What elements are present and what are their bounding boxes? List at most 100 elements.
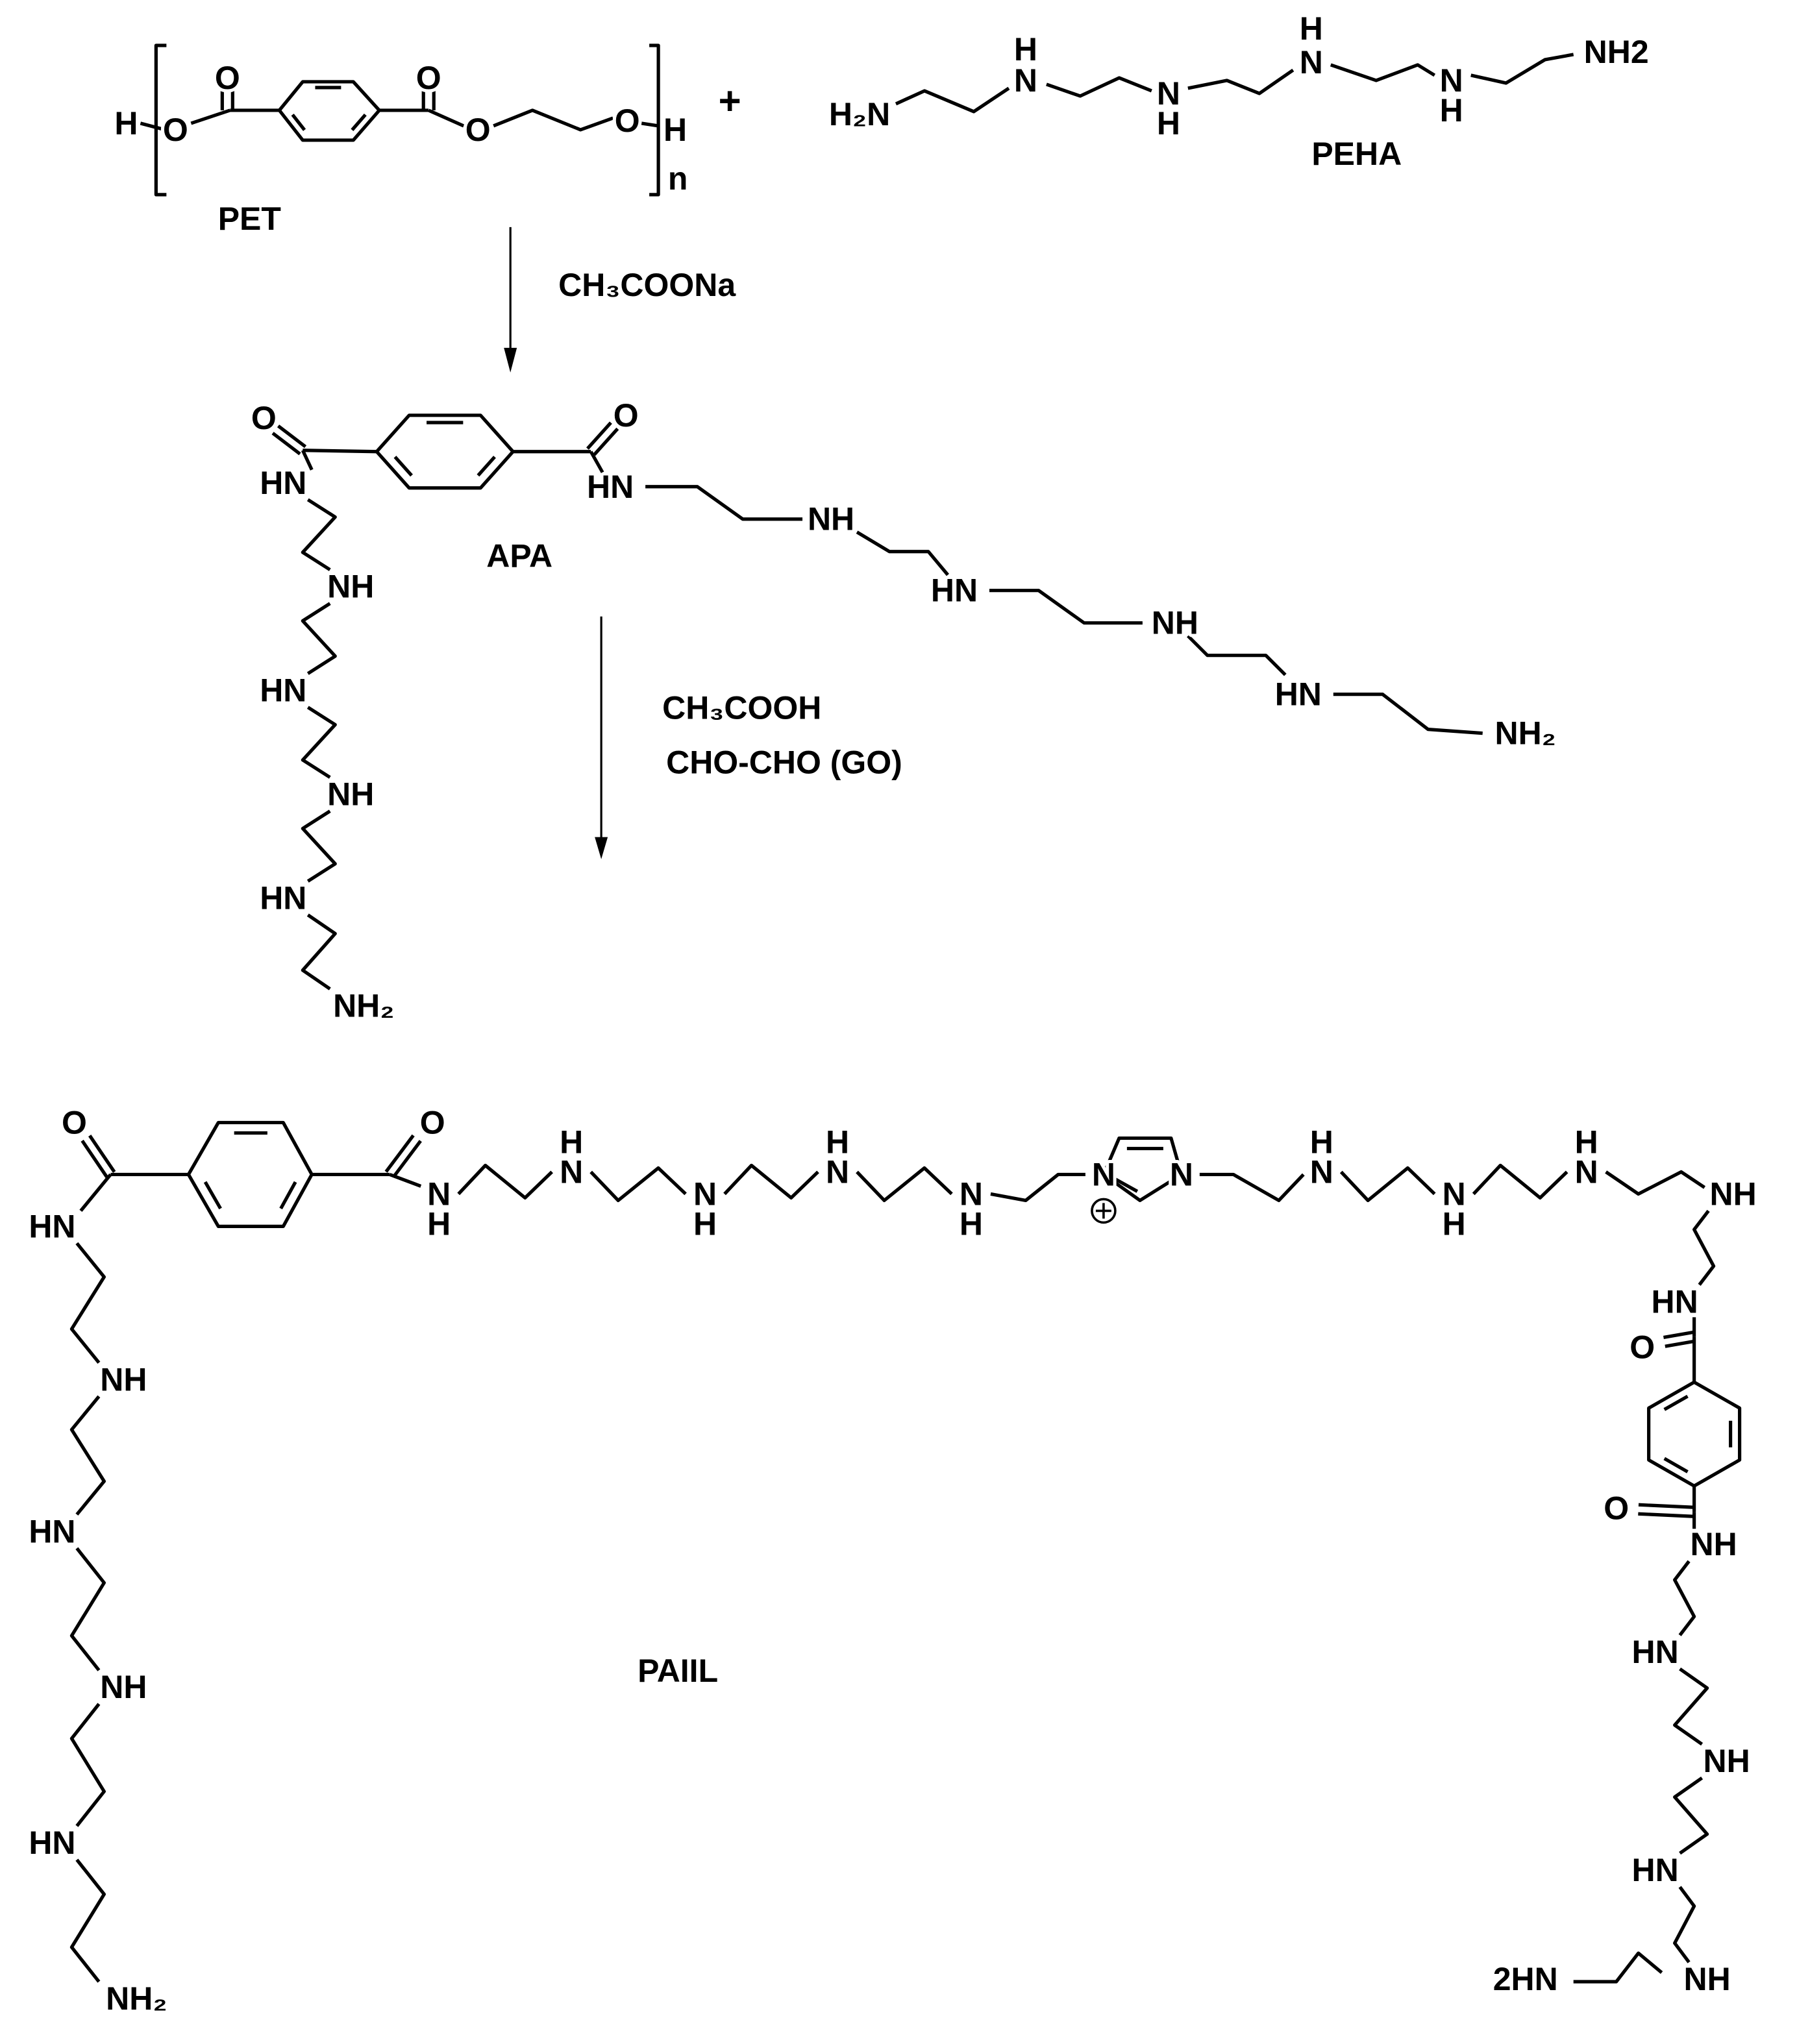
atom-label-apa: NH₂ [333,988,394,1024]
aromatic-bond [291,114,306,131]
double-bond [1663,1330,1694,1340]
bond [589,450,604,474]
bond [190,108,231,125]
bond [389,1172,422,1188]
reaction-arrow-1 [504,227,517,373]
atom-label-paiil: NH₂ [106,1980,167,2017]
atom-label-paiil: HN [1632,1634,1679,1670]
atom-label-apa: NH [808,501,854,537]
bond [641,121,659,128]
atom-label-apa: NH [327,776,374,813]
atom-label-pet: H [114,105,138,142]
bond [79,1173,112,1213]
alkyl-chain [457,1163,553,1200]
atom-label-paiil: O [1604,1490,1629,1526]
atom-label-paiil: O [420,1104,445,1140]
atom-label-paiil: N [1443,1176,1466,1212]
atom-label-paiil: NH [1704,1743,1750,1779]
double-bond [277,425,307,449]
atom-label-peha: NH2 [1584,34,1649,70]
atom-label-paiil: NH [1684,1961,1731,1997]
compound-label-paiil: PAIIL [638,1653,718,1689]
atom-label-pet: O [465,112,491,148]
bond [1470,53,1574,85]
atom-label-peha: N [1440,62,1463,99]
alkyl-chain [301,706,337,779]
compound-label-peha: PEHA [1311,136,1402,172]
atom-label-apa: HN [1275,676,1322,713]
bond [303,449,377,454]
atom-label-paiil: H [427,1205,451,1242]
benzene-ring [278,80,381,142]
double-bond [593,427,619,456]
alkyl-chain [69,1703,106,1827]
alkyl-chain [301,602,337,675]
bond [1187,68,1295,95]
double-bond [391,1140,422,1179]
double-bond [1665,1339,1696,1348]
bond [989,589,1143,625]
bracket-right [649,43,660,197]
bond [140,121,166,132]
atom-label-paiil: HN [29,1513,75,1549]
bond [990,1172,1085,1203]
compound-label-apa: APA [486,538,552,574]
bond [1187,634,1287,676]
atom-label-paiil: N [1170,1156,1193,1192]
atom-label-paiil: N [1310,1153,1333,1190]
atom-label-apa: NH₂ [1495,715,1556,752]
plus-sign: + [719,79,741,123]
atom-label-paiil: H [1310,1124,1333,1160]
atom-label-apa: HN [260,880,306,917]
atom-label-paiil: NH [1691,1526,1737,1562]
alkyl-chain [301,498,337,571]
benzene-ring [1647,1381,1742,1488]
atom-label-peha: H [1300,10,1323,47]
aromatic-bond [1663,1457,1689,1473]
aromatic-bond [351,113,367,131]
atom-label-apa: O [251,400,277,436]
atom-label-paiil: H [1575,1124,1598,1160]
aromatic-bond [393,456,413,477]
atom-label-paiil: N [560,1153,583,1190]
reagent-step1: CH₃COONa [558,267,736,303]
bond [895,86,1010,114]
double-bond [271,432,301,456]
alkyl-chain [69,1242,106,1364]
alkyl-chain [301,913,337,991]
bond [1330,63,1436,82]
atom-label-paiil: N [427,1176,451,1212]
double-bond [384,1134,415,1173]
atom-label-paiil: H [960,1205,983,1242]
atom-label-paiil: N [960,1176,983,1212]
double-bond [1638,1512,1694,1518]
atom-label-paiil: N [1575,1153,1598,1190]
aromatic-bond [477,456,496,477]
reagent-step2-acid: CH₃COOH [662,690,821,726]
alkyl-chain [1673,1560,1696,1636]
alkyl-chain [69,1395,106,1516]
alkyl-chain [1673,1777,1709,1855]
atom-label-paiil: NH [100,1669,147,1705]
atom-label-apa: HN [587,469,634,505]
atom-label-paiil: HN [1652,1283,1698,1320]
benzene-ring [187,1120,314,1228]
atom-label-paiil: NH [100,1361,147,1398]
atom-label-paiil: H [693,1205,717,1242]
alkyl-chain [589,1166,687,1203]
double-bond [88,1135,116,1173]
atom-label-paiil: H [560,1124,583,1160]
alkyl-chain [723,1163,819,1200]
bond [1605,1170,1706,1196]
atom-label-paiil: H [826,1124,849,1160]
aromatic-bond [279,1181,297,1210]
bond [1333,693,1483,735]
atom-label-pet: H [663,112,687,148]
atom-label-apa: O [613,397,639,434]
atom-label-peha: H [1014,31,1037,68]
alkyl-chain [1692,1209,1716,1286]
atom-label-pet: O [416,60,441,96]
atom-label-paiil: NH [1710,1176,1757,1212]
alkyl-chain [1472,1163,1568,1200]
reaction-arrow-2 [595,616,608,859]
